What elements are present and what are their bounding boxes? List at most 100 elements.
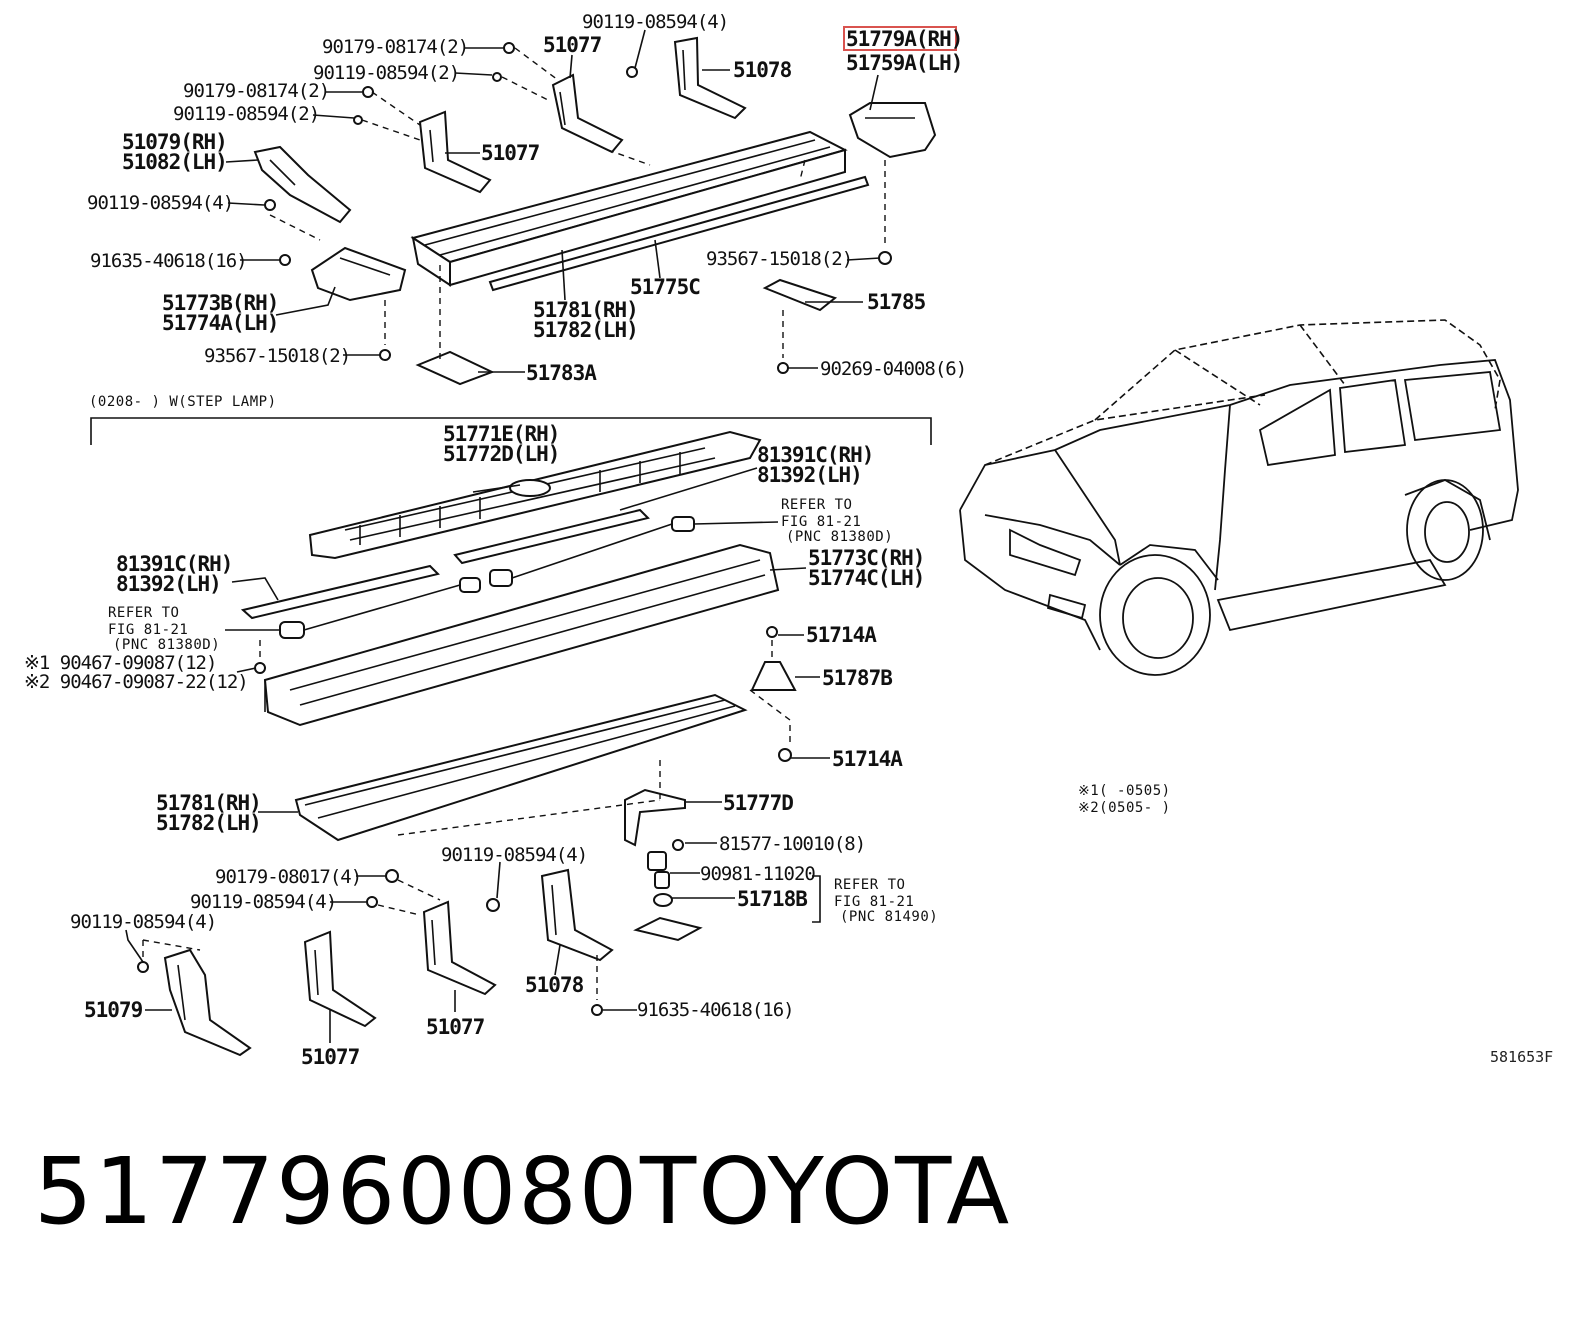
assembly-lines-lower: [142, 640, 791, 1000]
label-note2-part: ※2 90467-09087-22(12): [24, 671, 248, 693]
label-81577-10010: 81577-10010(8): [719, 833, 865, 855]
bracket-51079-upper: [253, 145, 352, 224]
lamp-81391c-lower: [240, 564, 440, 620]
label-81391c-rh-a: 81391C(RH): [757, 443, 873, 467]
label-51773c-rh: 51773C(RH): [808, 546, 924, 570]
group-header-step-lamp: (0208- ) W(STEP LAMP): [89, 394, 277, 410]
leader-lines-top: [225, 29, 881, 373]
label-90179-08174-2-b: 90179-08174(2): [183, 80, 329, 102]
label-51714a-a: 51714A: [806, 623, 877, 647]
bracket-51077-lower-mid: [422, 900, 497, 996]
legend-note1: ※1( -0505): [1078, 783, 1171, 799]
label-51777d: 51777D: [723, 791, 793, 815]
bracket-51077-middle: [418, 110, 492, 194]
label-81392-lh-b: 81392(LH): [116, 572, 221, 596]
label-51079-b: 51079: [84, 998, 143, 1022]
legend-note2: ※2(0505- ): [1078, 800, 1171, 816]
refer-c-line3: (PNC 81490): [840, 909, 938, 925]
leader-lines-lower: [125, 467, 830, 1043]
bracket-51079-lower: [163, 948, 252, 1057]
refer-a-line3: (PNC 81380D): [786, 529, 893, 545]
refer-c-line2: FIG 81-21: [834, 894, 914, 910]
label-51082-lh: 51082(LH): [122, 150, 227, 174]
label-51078-a: 51078: [733, 58, 792, 82]
refer-a-line1: REFER TO: [781, 497, 852, 513]
label-51774c-lh: 51774C(LH): [808, 566, 924, 590]
assembly-lines-top: [269, 47, 886, 360]
label-note1-part: ※1 90467-09087(12): [24, 652, 216, 674]
label-93567-15018-2-b: 93567-15018(2): [204, 345, 350, 367]
label-81391c-rh-b: 81391C(RH): [116, 552, 232, 576]
part-labels: 90119-08594(4) 90179-08174(2) 51077 9011…: [24, 11, 1553, 1069]
bracket-51783a: [415, 350, 495, 386]
part-number-caption: 5177960080: [34, 1138, 640, 1245]
label-51781-rh-a: 51781(RH): [533, 298, 638, 322]
label-91635-40618-16-a: 91635-40618(16): [90, 250, 247, 272]
label-90119-08594-4-e: 90119-08594(4): [70, 911, 216, 933]
label-51782-lh-a: 51782(LH): [533, 318, 638, 342]
brand-caption: TOYOTA: [640, 1138, 1012, 1245]
label-51772d-lh: 51772D(LH): [443, 442, 559, 466]
label-90119-08594-2-b: 90119-08594(2): [173, 103, 319, 125]
label-90119-08594-2-a: 90119-08594(2): [313, 62, 459, 84]
refer-b-line3: (PNC 81380D): [113, 637, 220, 653]
label-90119-08594-4-left: 90119-08594(4): [87, 192, 233, 214]
refer-c-line1: REFER TO: [834, 877, 905, 893]
label-90119-08594-4-d: 90119-08594(4): [190, 891, 336, 913]
bracket-51077-upper: [551, 73, 624, 154]
label-51779a-rh: 51779A(RH): [846, 27, 962, 51]
label-51078-b: 51078: [525, 973, 584, 997]
part-51718b: [633, 851, 703, 942]
label-81392-lh-a: 81392(LH): [757, 463, 862, 487]
label-93567-15018-2-a: 93567-15018(2): [706, 248, 852, 270]
refer-b-line1: REFER TO: [108, 605, 179, 621]
fasteners-lower: [137, 626, 792, 1016]
label-51785: 51785: [867, 290, 926, 314]
refer-a-line2: FIG 81-21: [781, 514, 861, 530]
highlight-box: [843, 26, 957, 51]
label-51771e-rh: 51771E(RH): [443, 422, 559, 446]
lamp-81391c-upper: [453, 508, 650, 565]
label-51079-rh: 51079(RH): [122, 130, 227, 154]
label-51077-c: 51077: [426, 1015, 485, 1039]
step-lamp-group: [90, 417, 932, 445]
vehicle-illustration: [959, 319, 1519, 676]
bracket-51785: [762, 278, 838, 312]
label-90981-11020: 90981-11020: [700, 863, 815, 885]
step-plate-51771e: [308, 430, 762, 560]
figure-code: 581653F: [1490, 1048, 1553, 1066]
sill-strip-51775c: [488, 175, 870, 292]
label-51077-b: 51077: [481, 141, 540, 165]
label-90179-08017: 90179-08017(4): [215, 866, 361, 888]
bracket-51078-upper: [673, 36, 747, 120]
sill-rail-top: [410, 130, 848, 287]
bracket-51077-lower-left: [303, 930, 377, 1028]
label-51759a-lh: 51759A(LH): [846, 51, 962, 75]
sill-rail-lower: [294, 693, 748, 842]
bracket-51078-lower: [540, 868, 614, 962]
cover-51779a: [848, 102, 937, 159]
label-51783a: 51783A: [526, 361, 597, 385]
label-90179-08174-2-a: 90179-08174(2): [322, 36, 468, 58]
label-51782-lh-b: 51782(LH): [156, 811, 261, 835]
cover-51773b: [310, 246, 407, 302]
label-91635-40618-16-b: 91635-40618(16): [637, 999, 794, 1021]
label-51774a-lh: 51774A(LH): [162, 311, 278, 335]
bracket-51777d: [624, 788, 686, 847]
label-51787b: 51787B: [822, 666, 892, 690]
label-51775c: 51775C: [630, 275, 700, 299]
running-board-51773c: [263, 543, 780, 727]
label-51781-rh-b: 51781(RH): [156, 791, 261, 815]
label-51718b: 51718B: [737, 887, 807, 911]
label-51773b-rh: 51773B(RH): [162, 291, 278, 315]
bracket-51787b: [750, 661, 797, 691]
label-90269-04008: 90269-04008(6): [820, 358, 966, 380]
connectors: [279, 516, 695, 639]
label-90119-08594-4-top: 90119-08594(4): [582, 11, 728, 33]
refer-b-line2: FIG 81-21: [108, 622, 188, 638]
label-90119-08594-4-c: 90119-08594(4): [441, 844, 587, 866]
label-51714a-b: 51714A: [832, 747, 903, 771]
label-51077-a: 51077: [543, 33, 602, 57]
label-51077-d: 51077: [301, 1045, 360, 1069]
